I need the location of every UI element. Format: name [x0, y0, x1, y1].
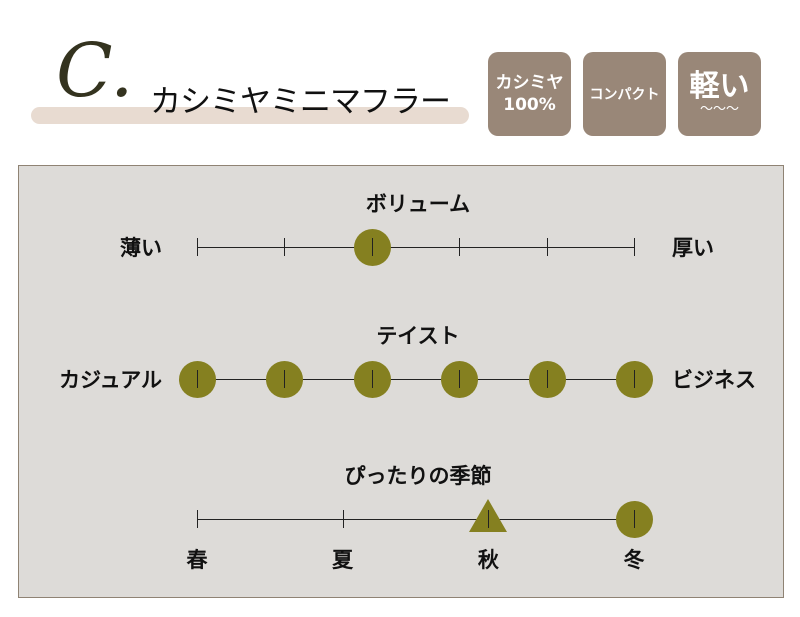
section-letter: C.	[56, 28, 134, 114]
marker-tick	[371, 370, 373, 388]
badge-text: 軽い	[689, 69, 750, 105]
badge-text: カシミヤ	[495, 72, 564, 93]
marker-tick	[634, 370, 635, 388]
marker-tick	[546, 370, 548, 388]
marker-tick	[284, 370, 286, 388]
scale-tick	[197, 510, 198, 528]
tick-label-2: 秋	[477, 548, 499, 572]
scale-tick	[546, 238, 548, 256]
marker-tick	[459, 370, 461, 388]
marker-tick	[371, 238, 373, 256]
tick-label-0: 春	[186, 548, 208, 572]
wave-icon: 〜〜〜	[699, 102, 739, 118]
marker-tick	[197, 370, 198, 388]
badge-text: 100%	[503, 95, 556, 115]
badge-cashmere: カシミヤ 100%	[488, 52, 571, 136]
scale-left-label: 薄い	[120, 236, 162, 260]
scale-line	[197, 247, 634, 248]
badge-light: 軽い 〜〜〜	[678, 52, 761, 136]
marker-tick	[634, 510, 635, 528]
scale-tick	[459, 238, 461, 256]
tick-label-1: 夏	[332, 548, 354, 572]
marker-tick	[488, 510, 490, 528]
title-underline	[31, 107, 469, 124]
tick-label-3: 冬	[623, 548, 645, 572]
badge-compact: コンパクト	[583, 52, 666, 136]
scale-title: ぴったりの季節	[344, 464, 492, 488]
spec-panel	[18, 165, 784, 598]
scale-line	[197, 519, 634, 520]
scale-right-label: 厚い	[672, 236, 714, 260]
scale-title: ボリューム	[365, 192, 471, 216]
badge-text: コンパクト	[589, 87, 660, 103]
scale-left-label: カジュアル	[59, 368, 162, 392]
scale-tick	[634, 238, 635, 256]
scale-title: テイスト	[376, 324, 460, 348]
scale-tick	[284, 238, 286, 256]
scale-right-label: ビジネス	[672, 368, 756, 392]
scale-tick	[342, 510, 344, 528]
product-title: カシミヤミニマフラー	[150, 84, 451, 120]
scale-tick	[197, 238, 198, 256]
scale-line	[197, 379, 634, 380]
